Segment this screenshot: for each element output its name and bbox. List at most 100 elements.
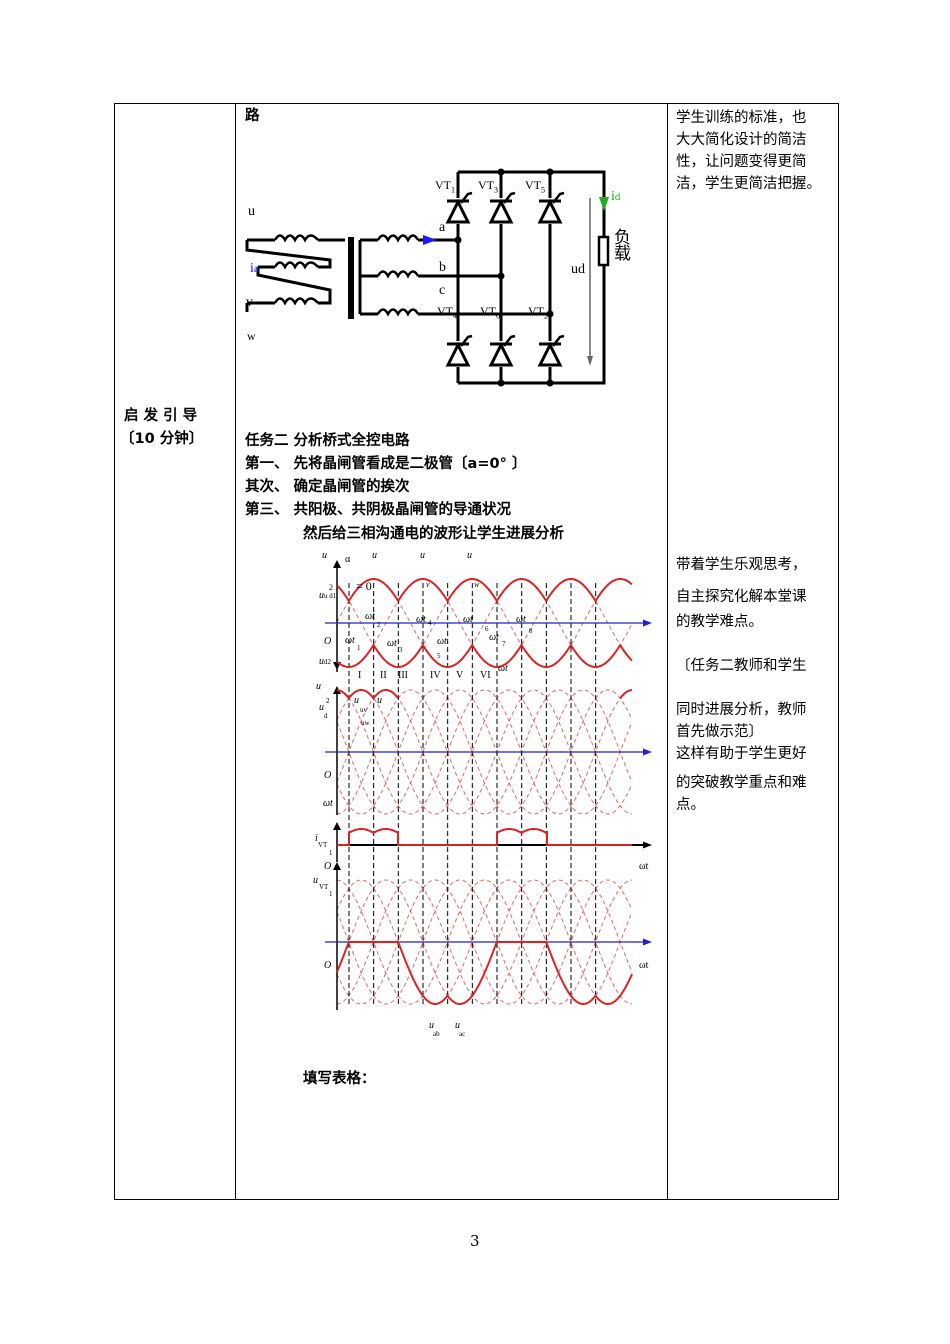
- wf-label: ωt: [345, 635, 355, 646]
- wf-sub: d: [324, 712, 328, 720]
- label-vt1: VT1: [435, 179, 455, 194]
- wf-label: ωt: [463, 614, 473, 625]
- wf-label: O: [324, 960, 332, 971]
- note-line: 的突破教学重点和难: [676, 775, 807, 791]
- wf-sub: VT: [318, 841, 328, 849]
- wf-roman: VI: [480, 670, 491, 681]
- thyristor-icon: [537, 341, 563, 367]
- dashed-curves: [336, 578, 633, 1005]
- y-axis-arrow-icon: [333, 822, 341, 830]
- label-w: w: [247, 329, 256, 343]
- transformer-core: [348, 237, 354, 319]
- ud-solid: [619, 689, 633, 700]
- wf-label: ωt: [416, 614, 426, 625]
- current-arrow-icon: [423, 235, 437, 245]
- y-axis-arrow-icon: [333, 560, 341, 568]
- wf-label: O: [324, 861, 332, 872]
- wf-sub: 7: [502, 640, 506, 648]
- line-voltage-dashed: [336, 689, 633, 815]
- stage-label: 启 发 引 导: [124, 408, 198, 424]
- junction-dots: [454, 168, 554, 387]
- vt-index: 1: [451, 185, 455, 195]
- wf-label: ωt: [516, 614, 526, 625]
- label-ia: ia: [250, 262, 259, 276]
- id-subscript: d: [614, 191, 621, 203]
- wf-label: ωt: [323, 798, 333, 809]
- label-ud: ud: [571, 262, 585, 277]
- thyristor-gate: [552, 191, 565, 204]
- wf-label: i: [315, 833, 318, 844]
- vt: VT: [435, 178, 451, 192]
- thyristor-icon: [445, 341, 471, 367]
- line-voltage-dashed: [336, 689, 633, 815]
- wf-label: O: [324, 770, 332, 781]
- vertical-dashed-lines: [348, 583, 597, 1005]
- task-line: 第一、 先将晶闸管看成是二极管〔a=0° 〕: [245, 456, 527, 472]
- thyristor-icon: [488, 341, 514, 367]
- wf-label: 2: [329, 583, 333, 592]
- heading-tail: 路: [245, 108, 260, 124]
- thyristor-icon: [445, 198, 471, 224]
- wf-sub: uw: [361, 719, 370, 727]
- vt: VT: [525, 178, 541, 192]
- solid-curves: [336, 578, 633, 1005]
- vt: VT: [437, 304, 453, 318]
- label-b: b: [439, 260, 446, 275]
- label-v: v: [246, 295, 253, 310]
- wf-label: u: [316, 681, 321, 692]
- wf-label: O: [324, 636, 332, 647]
- wf-label: u: [372, 550, 377, 561]
- vt-index: 4: [453, 311, 457, 321]
- wf-label: u: [455, 1020, 460, 1031]
- label-vt2: VT2: [528, 305, 548, 320]
- wf-label: u: [377, 695, 382, 706]
- ud2-envelope: [336, 643, 633, 668]
- y-axis-arrow-icon: [333, 862, 341, 870]
- thyristor-gate: [503, 334, 516, 347]
- load-label-1: 负: [614, 228, 631, 248]
- vt-index: 2: [544, 311, 548, 321]
- uvt1-solid: [336, 941, 633, 1005]
- fill-table-label: 填写表格：: [303, 1071, 376, 1087]
- wf-roman: III: [398, 670, 408, 681]
- wf-label: uu d1: [319, 591, 336, 601]
- wf-label: ωt: [639, 861, 649, 872]
- wf-sub: 1: [357, 644, 361, 652]
- vt-index: 3: [494, 185, 498, 195]
- note-line: 自主探究化解本堂课: [676, 589, 807, 605]
- label-vt3: VT3: [478, 179, 498, 194]
- note-line: 带着学生乐观思考，: [676, 557, 807, 573]
- wf-sub: 4: [428, 619, 432, 627]
- ud-arrow-head-icon: [587, 356, 593, 366]
- x-axis-arrow-icon: [643, 841, 652, 849]
- label-vt4: VT4: [437, 305, 457, 320]
- task-line: 其次、 确定晶闸管的挨次: [245, 479, 410, 495]
- wf-label: u: [319, 656, 324, 667]
- note-line: 大大简化设计的简洁: [676, 132, 807, 148]
- ia-subscript: a: [253, 261, 260, 275]
- label-a: a: [439, 220, 446, 235]
- duration-label: 〔10 分钟〕: [120, 431, 204, 447]
- ivt1-current: [337, 828, 632, 846]
- wf-sub: 1: [329, 849, 333, 857]
- note-line: 同时进展分析，教师: [676, 702, 807, 718]
- label-u: u: [248, 204, 255, 219]
- note-block-1: 学生训练的标准，也 大大简化设计的简洁 性，让问题变得更简 洁，学生更简洁把握。: [676, 107, 821, 195]
- wf-roman: IV: [430, 670, 441, 681]
- wf-roman: V: [456, 670, 464, 681]
- note-line: 性，让问题变得更简: [676, 154, 807, 170]
- wf-sub: 2: [326, 697, 330, 705]
- wf-sub: 8: [529, 627, 533, 635]
- ia-symbol: i: [250, 261, 254, 276]
- thyristor-icon: [488, 198, 514, 224]
- wf-sub: uv: [360, 706, 367, 714]
- task-line: 然后给三相沟通电的波形让学生进展分析: [303, 526, 564, 542]
- wf-label: v: [426, 580, 430, 589]
- column-divider: [235, 103, 236, 1200]
- ud-solid: [336, 689, 399, 700]
- wf-sub: u d1: [324, 592, 337, 600]
- vt-index: 6: [496, 311, 500, 321]
- thyristors: [445, 191, 565, 367]
- note-line: 这样有助于学生更好: [676, 746, 807, 762]
